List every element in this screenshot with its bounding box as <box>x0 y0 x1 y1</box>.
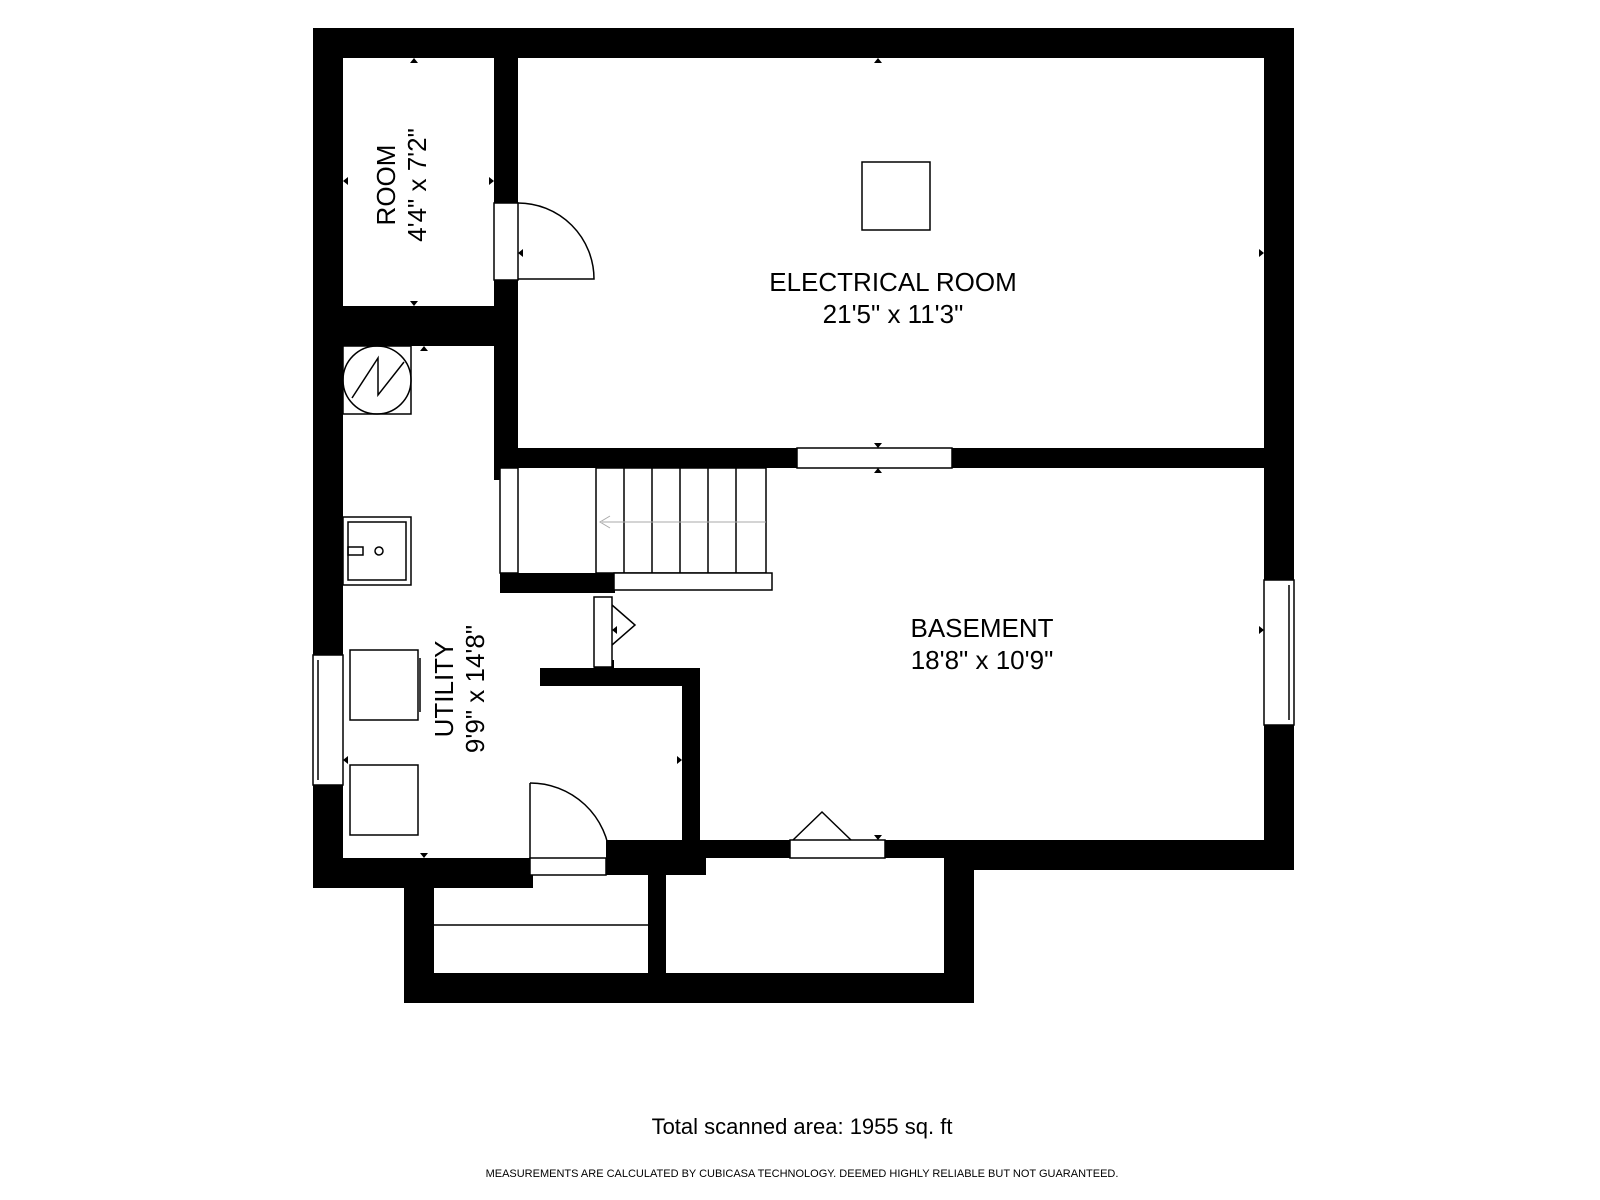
disclaimer: MEASUREMENTS ARE CALCULATED BY CUBICASA … <box>486 1168 1119 1180</box>
room-name-room: ROOM <box>371 145 401 226</box>
walls <box>313 28 1294 1003</box>
total-area: Total scanned area: 1955 sq. ft <box>652 1114 953 1139</box>
dimension-ticks <box>343 58 1264 858</box>
room-name-basement: BASEMENT <box>910 613 1053 643</box>
room-dimensions-basement: 18'8" x 10'9" <box>911 645 1054 675</box>
washer-icon <box>349 649 419 721</box>
footer: Total scanned area: 1955 sq. ft MEASUREM… <box>486 1114 1119 1180</box>
room-labels: ROOM 4'4" x 7'2" ELECTRICAL ROOM 21'5" x… <box>371 128 1054 753</box>
room-dimensions-room: 4'4" x 7'2" <box>402 128 432 242</box>
dryer-icon <box>349 764 419 836</box>
room-dimensions-utility: 9'9" x 14'8" <box>460 625 490 753</box>
stairs <box>595 467 773 591</box>
room-name-utility: UTILITY <box>429 641 459 738</box>
sink-icon <box>342 516 412 586</box>
fixtures <box>342 161 931 926</box>
room-dimensions-electrical: 21'5" x 11'3" <box>823 299 964 329</box>
panel-box <box>861 161 931 231</box>
doors <box>493 202 953 876</box>
room-name-electrical: ELECTRICAL ROOM <box>769 267 1017 297</box>
windows <box>312 579 1295 786</box>
